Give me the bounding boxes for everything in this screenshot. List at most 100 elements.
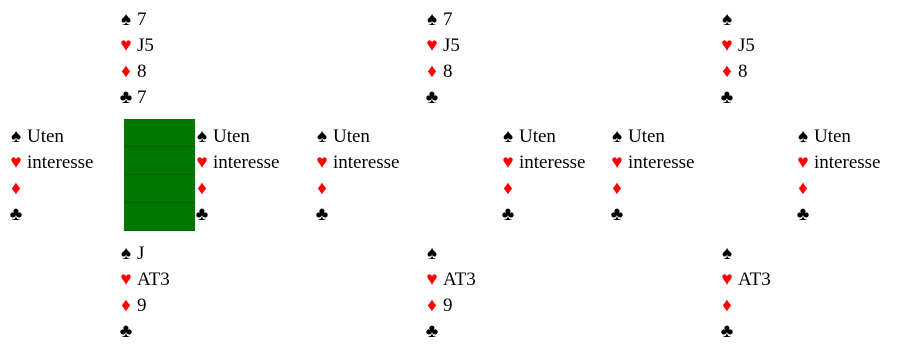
spades-line: ♠Uten: [7, 124, 117, 150]
spade-icon: ♠: [721, 243, 733, 264]
club-icon: ♣: [195, 204, 209, 225]
diamonds-cards: 8: [137, 61, 147, 82]
club-icon: ♣: [720, 321, 734, 342]
hearts-cards: interesse: [519, 152, 586, 173]
diamonds-line: ♦8: [117, 59, 227, 85]
south-hand: ♠ ♥AT3 ♦9 ♣: [423, 241, 533, 345]
spades-cards: Uten: [519, 126, 556, 147]
clubs-line: ♣: [499, 202, 609, 228]
spade-icon: ♠: [196, 126, 208, 147]
diamonds-line: ♦8: [718, 59, 828, 85]
hearts-line: ♥interesse: [794, 150, 902, 176]
diamond-icon: ♦: [722, 295, 732, 316]
north-hand: ♠ ♥J5 ♦8 ♣: [718, 7, 828, 111]
hearts-line: ♥interesse: [313, 150, 423, 176]
club-icon: ♣: [425, 321, 439, 342]
diamond-icon: ♦: [317, 178, 327, 199]
hearts-cards: interesse: [814, 152, 881, 173]
club-icon: ♣: [501, 204, 515, 225]
spades-line: ♠Uten: [794, 124, 902, 150]
table-row: [124, 119, 195, 147]
club-icon: ♣: [425, 87, 439, 108]
heart-icon: ♥: [426, 269, 438, 290]
east-hand: ♠Uten ♥interesse ♦ ♣: [794, 124, 902, 228]
spades-line: ♠7: [117, 7, 227, 33]
heart-icon: ♥: [196, 152, 208, 173]
hearts-cards: interesse: [333, 152, 400, 173]
south-hand: ♠J ♥AT3 ♦9 ♣: [117, 241, 227, 345]
spades-cards: Uten: [333, 126, 370, 147]
diamond-icon: ♦: [503, 178, 513, 199]
spade-icon: ♠: [502, 126, 514, 147]
north-hand: ♠7 ♥J5 ♦8 ♣7: [117, 7, 227, 111]
clubs-line: ♣: [193, 202, 303, 228]
hearts-line: ♥J5: [117, 33, 227, 59]
clubs-line: ♣: [313, 202, 423, 228]
diamonds-cards: 8: [443, 61, 453, 82]
spade-icon: ♠: [611, 126, 623, 147]
hearts-cards: AT3: [443, 269, 476, 290]
diamonds-line: ♦: [313, 176, 423, 202]
deal-diagram-1: ♠7 ♥J5 ♦8 ♣7 ♠Uten ♥interesse ♦ ♣ ♠Uten …: [0, 0, 300, 347]
hearts-cards: AT3: [738, 269, 771, 290]
hearts-line: ♥interesse: [193, 150, 303, 176]
hearts-cards: J5: [443, 35, 460, 56]
hearts-cards: J5: [137, 35, 154, 56]
south-hand: ♠ ♥AT3 ♦ ♣: [718, 241, 828, 345]
diamonds-line: ♦: [794, 176, 902, 202]
diamonds-line: ♦: [499, 176, 609, 202]
heart-icon: ♥: [611, 152, 623, 173]
spade-icon: ♠: [797, 126, 809, 147]
diamond-icon: ♦: [121, 295, 131, 316]
heart-icon: ♥: [316, 152, 328, 173]
clubs-line: ♣7: [117, 85, 227, 111]
hearts-line: ♥interesse: [608, 150, 718, 176]
club-icon: ♣: [720, 87, 734, 108]
club-icon: ♣: [315, 204, 329, 225]
spade-icon: ♠: [426, 243, 438, 264]
hearts-cards: AT3: [137, 269, 170, 290]
spade-icon: ♠: [120, 243, 132, 264]
table-row: [124, 203, 195, 231]
spades-cards: J: [137, 243, 145, 264]
hearts-cards: interesse: [27, 152, 94, 173]
hearts-line: ♥AT3: [117, 267, 227, 293]
spade-icon: ♠: [721, 9, 733, 30]
clubs-cards: 7: [137, 87, 147, 108]
hearts-cards: interesse: [213, 152, 280, 173]
hearts-line: ♥interesse: [7, 150, 117, 176]
heart-icon: ♥: [120, 35, 132, 56]
clubs-line: ♣: [117, 319, 227, 345]
diamond-icon: ♦: [722, 61, 732, 82]
spades-cards: Uten: [27, 126, 64, 147]
table-row: [124, 147, 195, 175]
spade-icon: ♠: [426, 9, 438, 30]
clubs-line: ♣: [7, 202, 117, 228]
diamond-icon: ♦: [798, 178, 808, 199]
deal-diagram-2: ♠7 ♥J5 ♦8 ♣ ♠Uten ♥interesse ♦ ♣ ♠Uten ♥…: [306, 0, 606, 347]
diamonds-line: ♦: [7, 176, 117, 202]
spades-line: ♠Uten: [499, 124, 609, 150]
diamonds-line: ♦8: [423, 59, 533, 85]
diamonds-line: ♦9: [423, 293, 533, 319]
spades-cards: Uten: [628, 126, 665, 147]
spades-line: ♠Uten: [608, 124, 718, 150]
diamonds-cards: 9: [443, 295, 453, 316]
club-icon: ♣: [796, 204, 810, 225]
north-hand: ♠7 ♥J5 ♦8 ♣: [423, 7, 533, 111]
spades-line: ♠: [423, 241, 533, 267]
clubs-line: ♣: [794, 202, 902, 228]
club-icon: ♣: [119, 321, 133, 342]
heart-icon: ♥: [502, 152, 514, 173]
card-table: [124, 118, 195, 231]
table-row: [124, 175, 195, 203]
spades-line: ♠: [718, 241, 828, 267]
hearts-line: ♥AT3: [718, 267, 828, 293]
clubs-line: ♣: [423, 85, 533, 111]
west-hand: ♠Uten ♥interesse ♦ ♣: [313, 124, 423, 228]
diamond-icon: ♦: [612, 178, 622, 199]
west-hand: ♠Uten ♥interesse ♦ ♣: [608, 124, 718, 228]
spade-icon: ♠: [316, 126, 328, 147]
clubs-line: ♣: [608, 202, 718, 228]
heart-icon: ♥: [120, 269, 132, 290]
